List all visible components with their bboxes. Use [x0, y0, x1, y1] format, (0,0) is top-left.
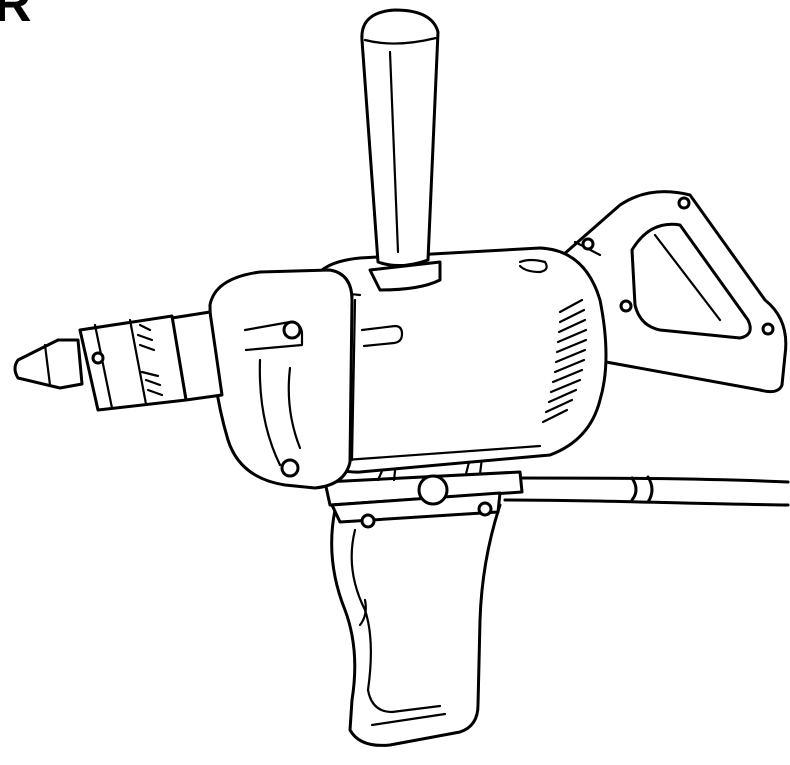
switch-plate — [323, 456, 524, 529]
motor-housing — [310, 246, 608, 474]
figure-label: R — [0, 0, 32, 33]
gear-housing — [208, 268, 354, 490]
drill-chuck — [78, 314, 188, 412]
side-handle — [360, 8, 442, 292]
power-cord — [503, 475, 790, 507]
pistol-grip — [330, 503, 502, 747]
chuck-nose — [13, 338, 84, 390]
vent-slots — [541, 298, 588, 424]
rear-d-handle — [553, 190, 788, 394]
